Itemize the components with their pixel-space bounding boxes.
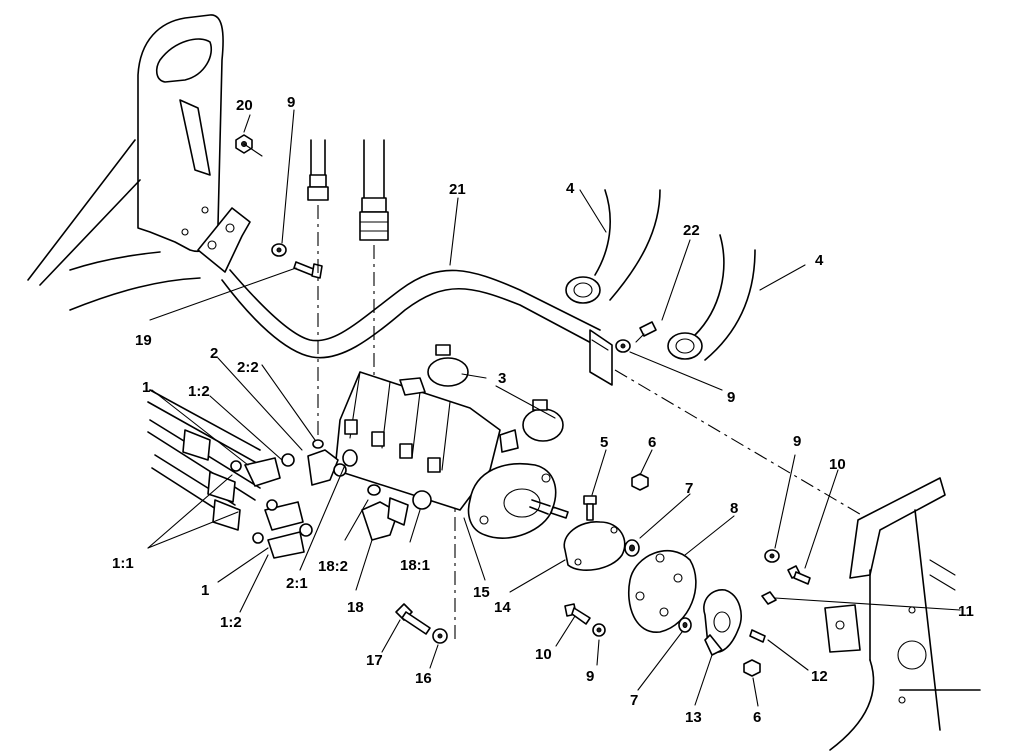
callout-1-1: 1:1 <box>112 555 134 572</box>
callout-5: 5 <box>600 434 608 451</box>
fitting-18 <box>361 484 432 541</box>
washer-16 <box>432 628 448 644</box>
hydraulic-hoses-top <box>307 139 389 241</box>
callout-12: 12 <box>811 668 828 685</box>
bolt-5 <box>583 495 597 521</box>
callout-9: 9 <box>586 668 594 685</box>
callout-1-2: 1:2 <box>188 383 210 400</box>
callout-9: 9 <box>287 94 295 111</box>
fitting-2 <box>307 439 358 486</box>
callout-14: 14 <box>494 599 511 616</box>
fittings-left <box>147 389 313 559</box>
bolt-19 <box>293 261 323 279</box>
right-frame <box>824 477 981 751</box>
shaft-key <box>550 506 569 519</box>
callout-19: 19 <box>135 332 152 349</box>
callout-3: 3 <box>498 370 506 387</box>
callout-15: 15 <box>473 584 490 601</box>
callout-18-1: 18:1 <box>400 557 430 574</box>
leader-lines <box>147 109 961 707</box>
callout-6: 6 <box>753 709 761 726</box>
callout-18-2: 18:2 <box>318 558 348 575</box>
hose-clamp-lower <box>522 399 564 442</box>
hose-4-right <box>667 234 756 361</box>
washer-7-low <box>678 617 692 633</box>
bolt-17 <box>395 603 431 635</box>
key-12 <box>749 629 766 643</box>
washer-7-top <box>624 539 640 557</box>
coupling-hub-13 <box>703 589 742 656</box>
callout-labels: 20 9 21 4 22 4 19 9 2 2:2 3 1 1:2 5 6 9 … <box>112 94 974 726</box>
callout-13: 13 <box>685 709 702 726</box>
bolt-22 <box>635 321 657 343</box>
washer-9-right <box>615 339 631 353</box>
callout-8: 8 <box>730 500 738 517</box>
set-screw-11 <box>761 591 777 605</box>
callout-2-1: 2:1 <box>286 575 308 592</box>
bolt-10-left <box>564 603 591 625</box>
callout-7: 7 <box>685 480 693 497</box>
washer-9-top <box>271 243 287 257</box>
coupling-disc-8 <box>628 549 697 633</box>
callout-10: 10 <box>535 646 552 663</box>
callout-6: 6 <box>648 434 656 451</box>
callout-18: 18 <box>347 599 364 616</box>
callout-16: 16 <box>415 670 432 687</box>
callout-2: 2 <box>210 345 218 362</box>
callout-21: 21 <box>449 181 466 198</box>
callout-4: 4 <box>566 180 575 197</box>
callout-7: 7 <box>630 692 638 709</box>
mounting-bracket <box>197 207 251 273</box>
hydraulic-pump <box>334 371 557 539</box>
washer-9-mid <box>764 549 780 563</box>
nut-6-top <box>631 473 649 491</box>
nut-6-low <box>743 659 761 677</box>
callout-17: 17 <box>366 652 383 669</box>
hose-4-left <box>565 189 661 304</box>
callout-4: 4 <box>815 252 824 269</box>
callout-2-2: 2:2 <box>237 359 259 376</box>
washer-9-low <box>592 623 606 637</box>
hose-clamp-upper <box>427 344 469 387</box>
callout-1-2: 1:2 <box>220 614 242 631</box>
tube-21 <box>221 269 613 386</box>
callout-20: 20 <box>236 97 253 114</box>
nut-20 <box>235 134 263 157</box>
callout-9: 9 <box>793 433 801 450</box>
callout-10: 10 <box>829 456 846 473</box>
callout-22: 22 <box>683 222 700 239</box>
bolt-10-right <box>787 565 811 585</box>
flange-plate-14 <box>563 521 626 571</box>
callout-11: 11 <box>958 603 974 620</box>
callout-1: 1 <box>142 379 150 396</box>
left-frame <box>27 14 224 311</box>
callout-1: 1 <box>201 582 209 599</box>
callout-9: 9 <box>727 389 735 406</box>
